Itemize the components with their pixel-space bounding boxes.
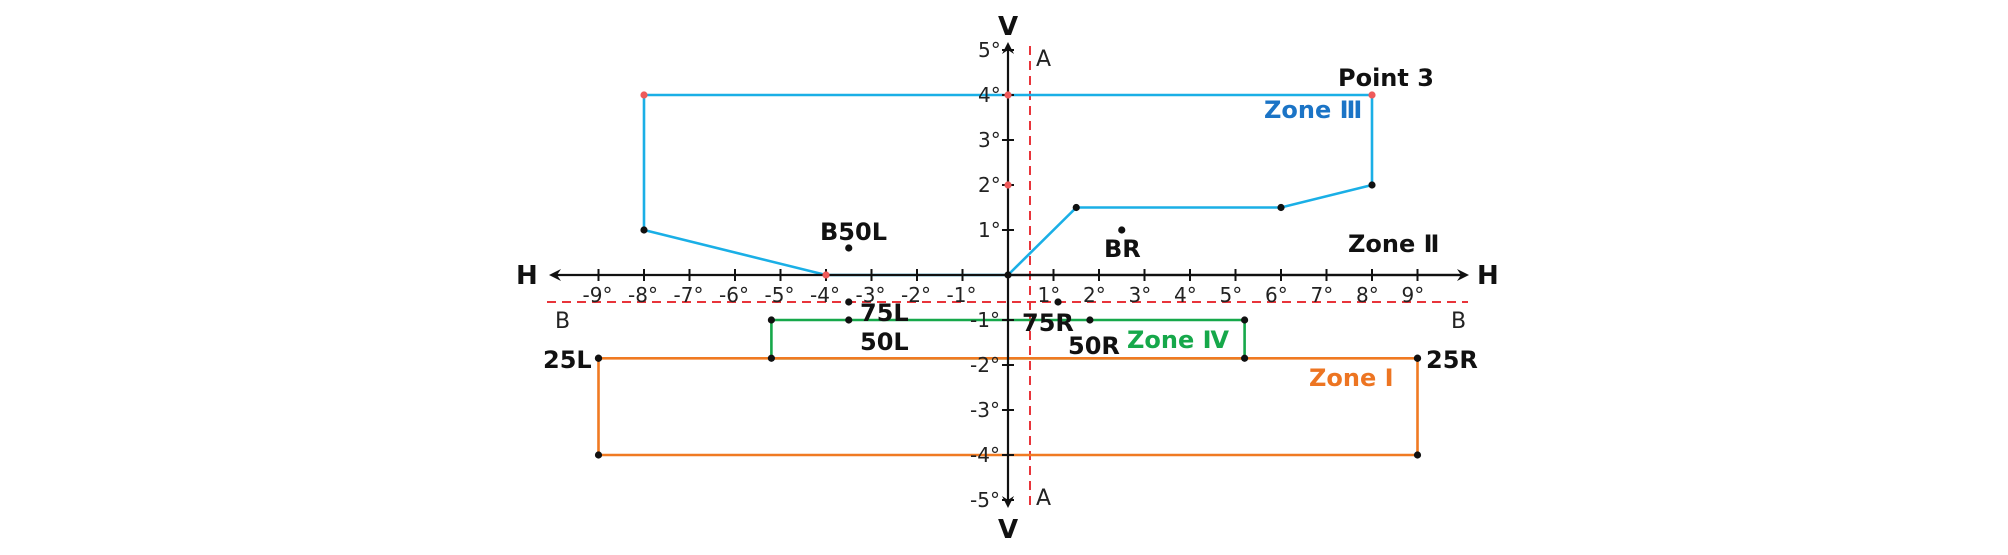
x-tick-label: 5° bbox=[1220, 283, 1243, 307]
x-tick-label: -6° bbox=[719, 283, 749, 307]
point-markers bbox=[594, 91, 1422, 459]
vertex-marker bbox=[1072, 203, 1080, 212]
25r-label: 25R bbox=[1426, 346, 1478, 374]
x-tick-label: -7° bbox=[674, 283, 704, 307]
x-tick-label: 2° bbox=[1083, 283, 1106, 307]
x-tick-label: -1° bbox=[947, 283, 977, 307]
vertex-marker-red bbox=[1004, 91, 1012, 99]
zone-i-label: Zone Ⅰ bbox=[1309, 364, 1394, 392]
vertex-marker bbox=[1277, 203, 1285, 212]
ref-a-label-top: A bbox=[1036, 47, 1051, 72]
75r-label: 75R bbox=[1022, 309, 1074, 337]
vertex-marker bbox=[1368, 181, 1376, 189]
br-label: BR bbox=[1104, 235, 1141, 263]
point-3-label: Point 3 bbox=[1338, 64, 1434, 92]
point-marker-b50l bbox=[845, 244, 853, 252]
y-ticks: 5° 4° 3° 2° 1° -1° -2° -3° -4° -5° bbox=[970, 38, 1014, 512]
x-tick-label: 1° bbox=[1038, 283, 1061, 307]
ref-b-label-left: B bbox=[555, 309, 570, 334]
vertex-marker bbox=[1241, 354, 1249, 362]
ref-b-label-right: B bbox=[1451, 309, 1466, 334]
x-ticks: -9° -8° -7° -6° -5° -4° -3° -2° -1° 1° 2° 3° 4° 5° 6° 7… bbox=[583, 269, 1425, 307]
x-tick-label: -3° bbox=[856, 283, 886, 307]
vertex-marker bbox=[767, 354, 776, 362]
y-tick-label: 5° bbox=[978, 38, 1001, 62]
y-tick-label: -3° bbox=[970, 398, 1000, 422]
point-marker-25r bbox=[1413, 354, 1422, 362]
y-tick-label: -1° bbox=[970, 308, 1000, 332]
ref-a-label-bottom: A bbox=[1036, 486, 1051, 511]
x-tick-label: 6° bbox=[1265, 283, 1288, 307]
25l-label: 25L bbox=[543, 346, 592, 374]
vertex-marker bbox=[1241, 316, 1249, 324]
vertex-marker-red bbox=[822, 271, 830, 279]
y-tick-label: 3° bbox=[978, 128, 1001, 152]
point-marker-75l bbox=[845, 298, 853, 306]
x-tick-label: -9° bbox=[583, 283, 613, 307]
x-tick-label: -4° bbox=[810, 283, 840, 307]
y-tick-label: 1° bbox=[978, 218, 1001, 242]
y-tick-label: -5° bbox=[970, 488, 1000, 512]
x-tick-label: -5° bbox=[765, 283, 795, 307]
50l-label: 50L bbox=[860, 328, 909, 356]
vertex-marker bbox=[640, 226, 648, 234]
v-axis-label-bottom: V bbox=[998, 515, 1018, 545]
75l-label: 75L bbox=[860, 299, 909, 327]
vertex-marker-red bbox=[1004, 181, 1012, 189]
x-tick-label: -8° bbox=[628, 283, 658, 307]
h-axis-label-right: H bbox=[1477, 261, 1499, 291]
x-tick-label: -2° bbox=[901, 283, 931, 307]
x-tick-label: 9° bbox=[1402, 283, 1425, 307]
vertex-marker-red bbox=[1368, 91, 1376, 99]
zone-iv-label: Zone Ⅳ bbox=[1127, 326, 1230, 354]
vertex-marker-red bbox=[640, 91, 648, 99]
vertex-marker bbox=[767, 316, 776, 324]
zone-iii-label: Zone Ⅲ bbox=[1264, 96, 1362, 124]
y-tick-label: 4° bbox=[978, 83, 1001, 107]
vertex-marker bbox=[1413, 451, 1422, 459]
y-tick-label: -4° bbox=[970, 443, 1000, 467]
point-marker-50r bbox=[1086, 316, 1094, 324]
x-tick-label: 7° bbox=[1311, 283, 1334, 307]
x-tick-label: 3° bbox=[1129, 283, 1152, 307]
h-axis-label-left: H bbox=[516, 261, 538, 291]
point-marker-75r bbox=[1054, 298, 1062, 306]
y-tick-label: 2° bbox=[978, 173, 1001, 197]
y-tick-label: -2° bbox=[970, 353, 1000, 377]
point-marker-50l bbox=[845, 316, 853, 324]
50r-label: 50R bbox=[1068, 332, 1120, 360]
x-tick-label: 8° bbox=[1356, 283, 1379, 307]
x-tick-label: 4° bbox=[1174, 283, 1197, 307]
vertex-marker bbox=[1004, 271, 1012, 279]
b50l-label: B50L bbox=[820, 218, 887, 246]
v-axis-label-top: V bbox=[998, 12, 1018, 42]
point-marker-br bbox=[1118, 226, 1126, 234]
vertex-marker bbox=[594, 451, 603, 459]
zone-ii-label: Zone Ⅱ bbox=[1348, 230, 1439, 258]
point-marker-25l bbox=[594, 354, 603, 362]
